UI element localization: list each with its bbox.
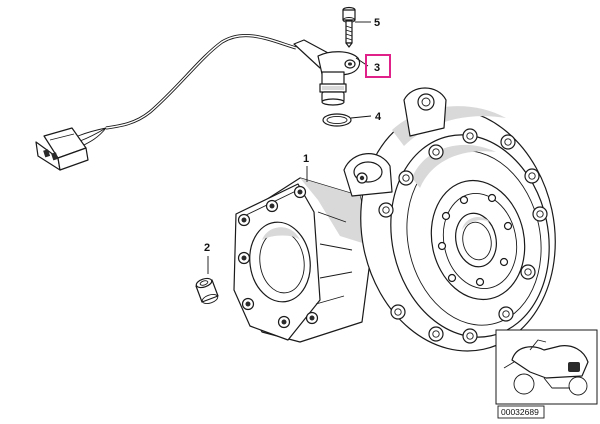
callout-5[interactable]: 5	[355, 17, 380, 29]
diagram-code: 00032689	[501, 407, 539, 417]
callout-2-label: 2	[204, 242, 210, 254]
vehicle-thumbnail: 00032689	[495, 329, 598, 419]
bushing	[195, 277, 219, 304]
callout-3-label: 3	[374, 62, 380, 74]
motorcycle-icon	[503, 339, 589, 396]
callout-3[interactable]: 3	[355, 54, 391, 78]
callout-3-highlight-box	[365, 54, 391, 78]
connector-plug	[35, 127, 89, 171]
callout-4-label: 4	[375, 111, 382, 123]
final-drive-housing	[233, 87, 556, 352]
o-ring	[322, 113, 352, 127]
speed-sensor	[293, 39, 361, 106]
callout-1-label: 1	[303, 153, 309, 165]
callout-1[interactable]: 1	[303, 153, 309, 182]
sensor-cable	[77, 34, 297, 147]
highlighted-area-icon	[568, 362, 580, 372]
bolt	[342, 6, 356, 48]
callout-2[interactable]: 2	[204, 242, 210, 274]
callout-4[interactable]: 4	[350, 111, 382, 123]
callout-5-label: 5	[374, 17, 380, 29]
